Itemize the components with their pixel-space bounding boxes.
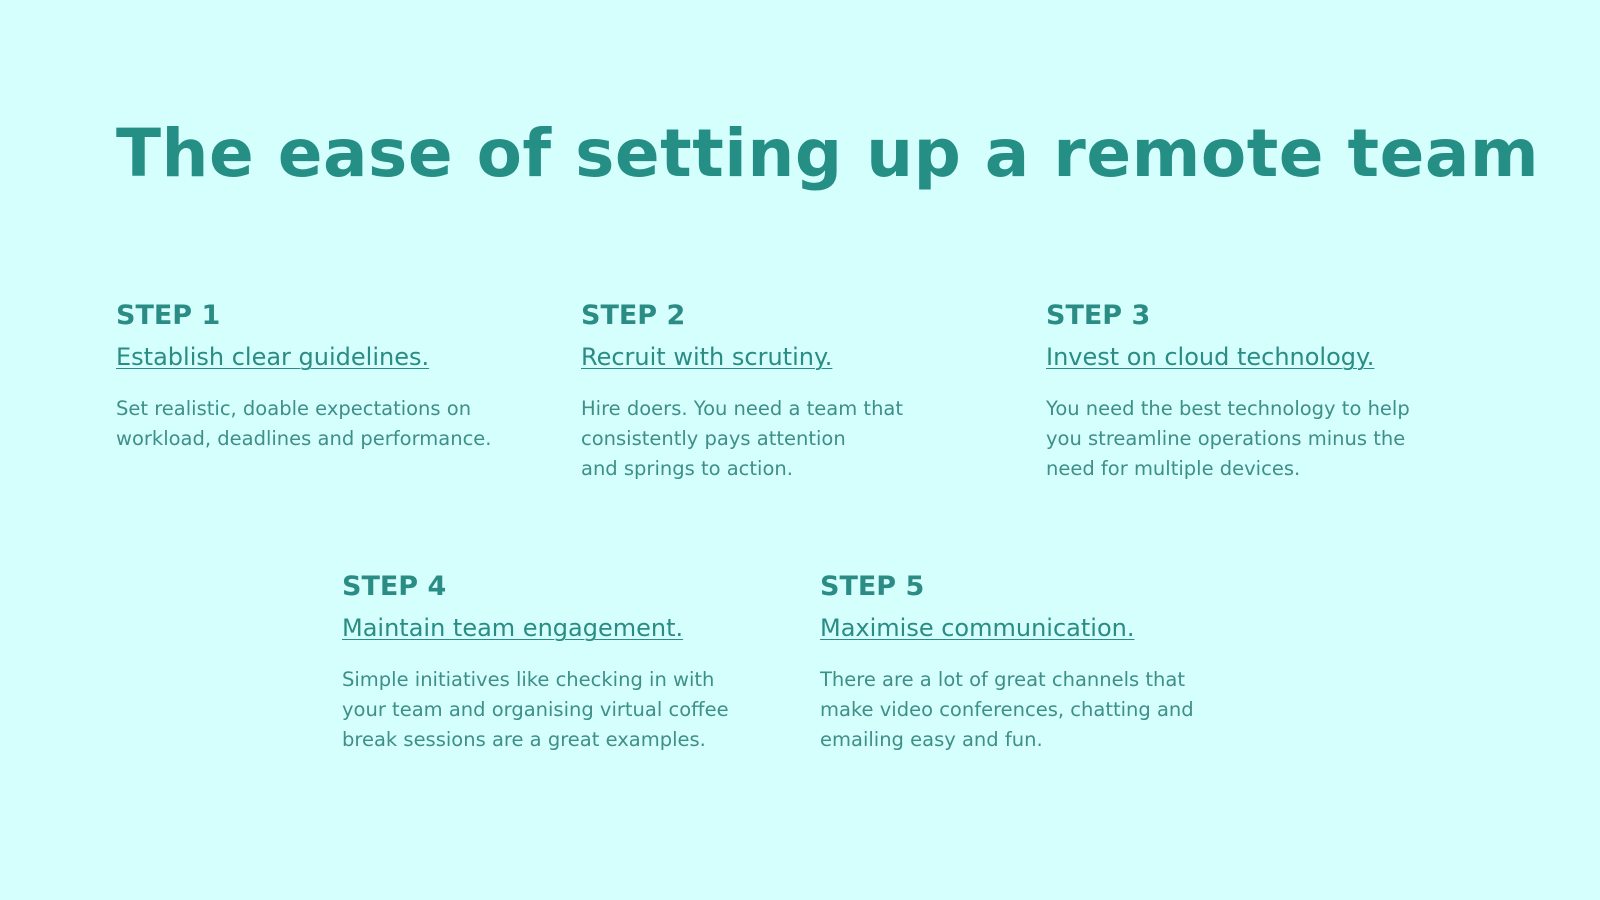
- step-1-description: Set realistic, doable expectations on wo…: [116, 396, 492, 450]
- step-4-block: STEP 4 Maintain team engagement. Simple …: [342, 571, 762, 755]
- step-5-description: There are a lot of great channels that m…: [820, 667, 1194, 751]
- step-1-block: STEP 1 Establish clear guidelines. Set r…: [116, 300, 536, 454]
- step-5-heading-link[interactable]: Maximise communication.: [820, 614, 1135, 643]
- step-3-description: You need the best technology to help you…: [1046, 396, 1410, 480]
- slide-title: The ease of setting up a remote team: [116, 115, 1540, 192]
- step-3-label: STEP 3: [1046, 300, 1151, 331]
- step-1-heading-link[interactable]: Establish clear guidelines.: [116, 343, 430, 372]
- step-3-heading-link[interactable]: Invest on cloud technology.: [1046, 343, 1375, 372]
- step-1-label: STEP 1: [116, 300, 221, 331]
- step-5-block: STEP 5 Maximise communication. There are…: [820, 571, 1240, 755]
- step-2-heading-link[interactable]: Recruit with scrutiny.: [581, 343, 833, 372]
- step-4-heading-link[interactable]: Maintain team engagement.: [342, 614, 684, 643]
- step-5-label: STEP 5: [820, 571, 925, 602]
- step-2-block: STEP 2 Recruit with scrutiny. Hire doers…: [581, 300, 1001, 484]
- step-3-block: STEP 3 Invest on cloud technology. You n…: [1046, 300, 1466, 484]
- step-2-description: Hire doers. You need a team that consist…: [581, 396, 904, 480]
- step-2-label: STEP 2: [581, 300, 686, 331]
- step-4-label: STEP 4: [342, 571, 447, 602]
- step-4-description: Simple initiatives like checking in with…: [342, 667, 729, 751]
